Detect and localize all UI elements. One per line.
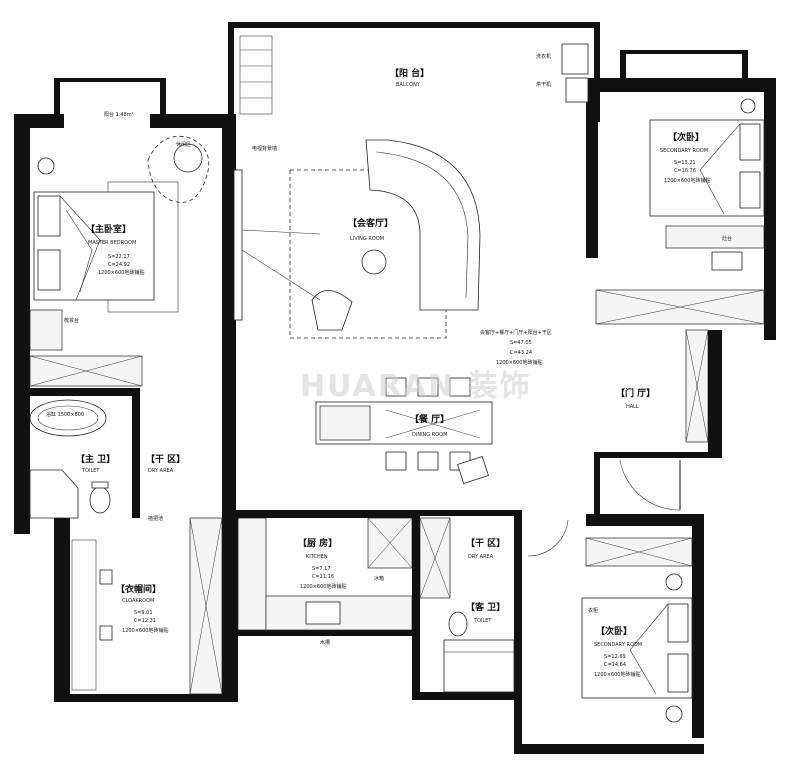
watermark: HUARAN 装饰 (300, 369, 532, 404)
washer-label: 洗衣机 (536, 53, 551, 60)
third-s: S=12.69 (604, 654, 626, 660)
master-wardrobe (29, 355, 143, 387)
kitchen-c: C=11.16 (312, 574, 334, 580)
mop-label: 拖把池 (148, 515, 163, 522)
cloak-s: S=9.01 (134, 610, 153, 616)
second-tile: 1200×600地砖铺贴 (664, 177, 710, 184)
walls (14, 22, 776, 754)
master-c: C=24.92 (108, 262, 130, 268)
guest-bath-title: 【客 卫】 (466, 601, 505, 613)
kitchen-s: S=7.17 (312, 566, 331, 572)
stove-label: 灶台 (722, 235, 732, 242)
second-subtitle: SECONDARY ROOM (660, 148, 708, 154)
living-room: 电视背景墙 【会客厅】 LIVING ROOM 会客厅+餐厅+门厅+阳台+干区 … (233, 139, 552, 366)
hall: 【门 厅】 HALL (616, 329, 709, 511)
bathtub-label: 浴缸 1500×800 (46, 411, 84, 418)
combined-s: S=47.05 (510, 340, 532, 346)
kitchen: 水槽 冰箱 【厨 房】 KITCHEN S=7.17 C=11.16 1200×… (237, 517, 413, 646)
tv-wall-label: 电视背景墙 (252, 145, 277, 152)
guest-bath-subtitle: TOILET (473, 618, 492, 624)
cloak-tile: 1200×600地砖铺贴 (122, 627, 168, 634)
balcony-left-area: 阳台 1.48m² (104, 111, 134, 118)
dining-room: 【餐 厅】 DINING ROOM (315, 377, 493, 485)
dining-title: 【餐 厅】 (410, 413, 449, 425)
second-s: S=13.21 (674, 160, 696, 166)
combined-label: 会客厅+餐厅+门厅+阳台+干区 (480, 329, 552, 336)
fridge-label: 冰箱 (374, 575, 384, 582)
third-subtitle: SECONDARY ROOM (594, 642, 642, 648)
third-title: 【次卧】 (596, 625, 632, 637)
master-subtitle: MASTER BEDROOM (88, 240, 136, 246)
guest-bath: 【干 区】 DRY AREA 【客 卫】 TOILET (419, 517, 515, 693)
kitchen-subtitle: KITCHEN (306, 554, 328, 560)
dressing-label: 梳妆台 (64, 317, 79, 324)
dining-chairs (385, 377, 489, 485)
third-bedroom: 衣柜 【次卧】 SECONDARY ROOM S=12.69 C=14.64 1… (527, 519, 693, 723)
master-bath-subtitle: TOILET (81, 468, 100, 474)
kitchen-title: 【厨 房】 (298, 537, 337, 549)
dry-area2-subtitle: DRY AREA (468, 554, 494, 560)
balcony-subtitle: BALCONY (396, 82, 421, 88)
combined-c: C=43.24 (510, 350, 532, 356)
hall-title: 【门 厅】 (616, 387, 655, 399)
balcony-room: 洗衣机 烘干机 【阳 台】 BALCONY (239, 35, 589, 115)
third-c: C=14.64 (604, 662, 626, 668)
living-subtitle: LIVING ROOM (350, 236, 384, 242)
master-bath: 浴缸 1500×800 【主 卫】 TOILET 【干 区】 DRY AREA (29, 399, 185, 519)
cloakroom: 【衣帽间】 CLOAKROOM S=9.01 C=12.31 1200×600地… (71, 517, 223, 695)
second-c: C=16.76 (674, 168, 696, 174)
master-tile: 1200×600地砖铺贴 (98, 269, 144, 276)
combined-tile: 1200×600地砖铺贴 (496, 359, 542, 366)
third-wardrobe (585, 537, 693, 567)
master-s: S=22.17 (108, 254, 130, 260)
dry-area2-title: 【干 区】 (466, 538, 505, 549)
cloak-subtitle: CLOAKROOM (122, 598, 154, 604)
second-bedroom: 灶台 阳台 0.96m² 【次卧】 SECONDARY ROOM S=13.21… (595, 83, 765, 325)
kitchen-tile: 1200×600地砖铺贴 (300, 583, 346, 590)
second-title: 【次卧】 (668, 131, 704, 143)
master-bath-title: 【主 卫】 (76, 453, 115, 465)
master-bedroom: 休闲区 梳妆台 阳台 1.48m² 【主卧室】 MASTER BEDROOM S… (29, 111, 210, 387)
cloak-c: C=12.31 (134, 618, 156, 624)
living-title: 【会客厅】 (348, 217, 393, 229)
dry-area-subtitle: DRY AREA (148, 468, 174, 474)
sink-label: 水槽 (320, 639, 330, 646)
master-title: 【主卧室】 (86, 223, 131, 235)
hall-subtitle: HALL (626, 404, 639, 410)
dining-subtitle: DINING ROOM (412, 432, 447, 438)
leisure-label: 休闲区 (176, 141, 191, 148)
third-tile: 1200×600地砖铺贴 (594, 671, 640, 678)
balcony-title: 【阳 台】 (390, 67, 429, 79)
second-wardrobe (595, 289, 765, 325)
wardrobe-label: 衣柜 (588, 607, 598, 614)
cloak-title: 【衣帽间】 (116, 583, 161, 595)
dry-area-title: 【干 区】 (146, 454, 185, 465)
dryer-label: 烘干机 (536, 81, 551, 88)
balcony-right-area: 阳台 0.96m² (670, 83, 700, 90)
